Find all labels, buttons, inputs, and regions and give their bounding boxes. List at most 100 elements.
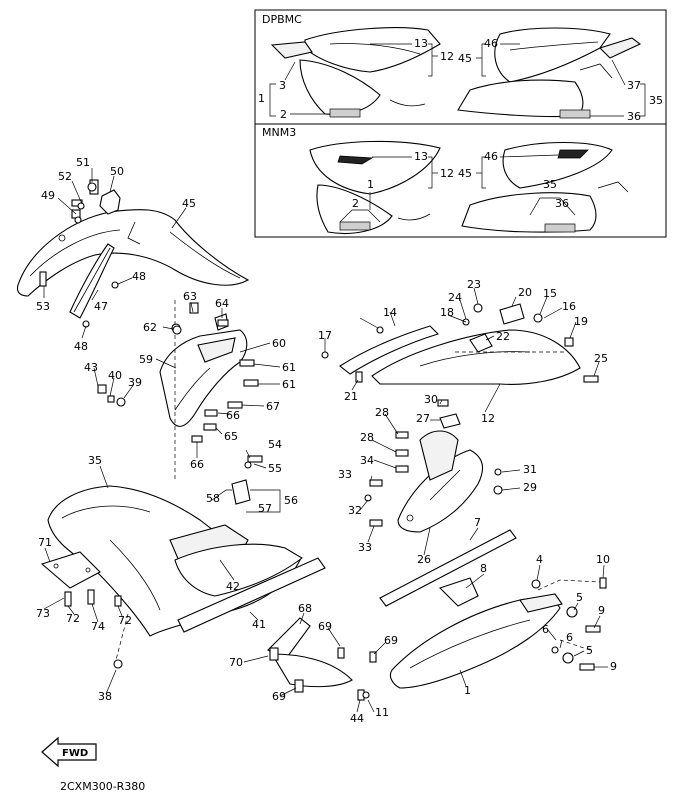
part-1-lower-cowling xyxy=(389,593,563,689)
inset-callout-1: 1 xyxy=(258,92,265,105)
callout-40: 40 xyxy=(108,369,122,382)
inset-lower-right-cowling xyxy=(461,142,629,233)
callout-28-a: 28 xyxy=(375,406,389,419)
inset-callout-13: 13 xyxy=(414,37,428,50)
callout-62: 62 xyxy=(143,321,157,334)
callout-59: 59 xyxy=(139,353,153,366)
callout-57: 57 xyxy=(258,502,272,515)
callout-labels: 51 50 52 49 45 48 53 47 48 63 64 62 60 5… xyxy=(36,156,617,725)
callout-63: 63 xyxy=(183,290,197,303)
callout-44: 44 xyxy=(350,712,364,725)
callout-74: 74 xyxy=(91,620,105,633)
callout-67: 67 xyxy=(266,400,280,413)
callout-48-upper: 48 xyxy=(132,270,146,283)
callout-17-18: 18 xyxy=(440,306,454,319)
callout-27: 27 xyxy=(416,412,430,425)
callout-19: 19 xyxy=(574,315,588,328)
callout-58: 58 xyxy=(206,492,220,505)
callout-42: 42 xyxy=(226,580,240,593)
callout-39: 39 xyxy=(128,376,142,389)
callout-50: 50 xyxy=(110,165,124,178)
callout-14: 14 xyxy=(383,306,397,319)
callout-6-a: 6 xyxy=(542,623,549,636)
leader-lines xyxy=(43,168,608,713)
inset-title-upper: DPBMC xyxy=(262,13,302,26)
inset-callout-46-lower: 46 xyxy=(484,150,498,163)
callout-15: 15 xyxy=(543,287,557,300)
callout-28-b: 28 xyxy=(360,431,374,444)
inset-callout-12: 12 xyxy=(440,50,454,63)
part-14-trim xyxy=(339,325,440,375)
callout-1: 1 xyxy=(464,684,471,697)
part-26-duct xyxy=(397,413,484,533)
callout-64: 64 xyxy=(215,297,229,310)
callout-24: 24 xyxy=(448,291,462,304)
callout-54: 54 xyxy=(268,438,282,451)
callout-72-a: 72 xyxy=(66,612,80,625)
callout-66-a: 66 xyxy=(226,409,240,422)
callout-6-b: 6 xyxy=(566,631,573,644)
callout-21: 21 xyxy=(344,390,358,403)
callout-10: 10 xyxy=(596,553,610,566)
callout-45: 45 xyxy=(182,197,196,210)
callout-48-lower: 48 xyxy=(74,340,88,353)
part-71-plate xyxy=(40,551,101,589)
inset-callout-37: 37 xyxy=(627,79,641,92)
part-22-grommet xyxy=(469,333,493,353)
callout-16: 16 xyxy=(562,300,576,313)
part-42-lower-panel xyxy=(174,543,303,597)
part-8-bracket xyxy=(438,577,479,607)
part-12-side-panel xyxy=(371,329,581,385)
fastener-icons xyxy=(39,182,607,701)
callout-65: 65 xyxy=(224,430,238,443)
callout-52: 52 xyxy=(58,170,72,183)
callout-9-b: 9 xyxy=(610,660,617,673)
callout-47: 47 xyxy=(94,300,108,313)
callout-51: 51 xyxy=(76,156,90,169)
callout-32: 32 xyxy=(348,504,362,517)
callout-35: 35 xyxy=(88,454,102,467)
inset-callout-1-lower: 1 xyxy=(367,178,374,191)
callout-72-b: 72 xyxy=(118,614,132,627)
callout-5-a: 5 xyxy=(576,591,583,604)
inset-lower-left-cowling xyxy=(309,140,441,234)
part-57-bracket xyxy=(231,479,251,505)
inset-upper-right-cowling xyxy=(457,27,642,119)
part-7-strip xyxy=(379,529,517,607)
callout-23: 23 xyxy=(467,278,481,291)
inset-callout-3: 3 xyxy=(279,79,286,92)
inset-title-lower: MNM3 xyxy=(262,126,296,139)
callout-8: 8 xyxy=(480,562,487,575)
callout-31: 31 xyxy=(523,463,537,476)
callout-26: 26 xyxy=(417,553,431,566)
callout-69-b: 69 xyxy=(384,634,398,647)
callout-22: 22 xyxy=(496,330,510,343)
callout-29: 29 xyxy=(523,481,537,494)
callout-68: 68 xyxy=(298,602,312,615)
callout-69-c: 69 xyxy=(272,690,286,703)
callout-61-b: 61 xyxy=(282,378,296,391)
callout-71: 71 xyxy=(38,536,52,549)
callout-49: 49 xyxy=(41,189,55,202)
inset-callout-2: 2 xyxy=(280,108,287,121)
callout-7: 7 xyxy=(474,516,481,529)
inset-callout-45: 45 xyxy=(458,52,472,65)
callout-12: 12 xyxy=(481,412,495,425)
callout-5-b: 5 xyxy=(586,644,593,657)
callout-69-a: 69 xyxy=(318,620,332,633)
callout-43: 43 xyxy=(84,361,98,374)
part-45-side-cowling xyxy=(16,209,250,297)
callout-70: 70 xyxy=(229,656,243,669)
callout-53: 53 xyxy=(36,300,50,313)
callout-61-a: 61 xyxy=(282,361,296,374)
fwd-label: FWD xyxy=(62,748,88,759)
callout-55: 55 xyxy=(268,462,282,475)
inset-callout-13-lower: 13 xyxy=(414,150,428,163)
variant-inset: DPBMC MNM3 13 12 3 1 2 46 xyxy=(254,9,667,238)
inset-callout-35: 35 xyxy=(649,94,663,107)
callout-25: 25 xyxy=(594,352,608,365)
callout-41: 41 xyxy=(252,618,266,631)
callout-11: 11 xyxy=(375,706,389,719)
callout-56: 56 xyxy=(284,494,298,507)
